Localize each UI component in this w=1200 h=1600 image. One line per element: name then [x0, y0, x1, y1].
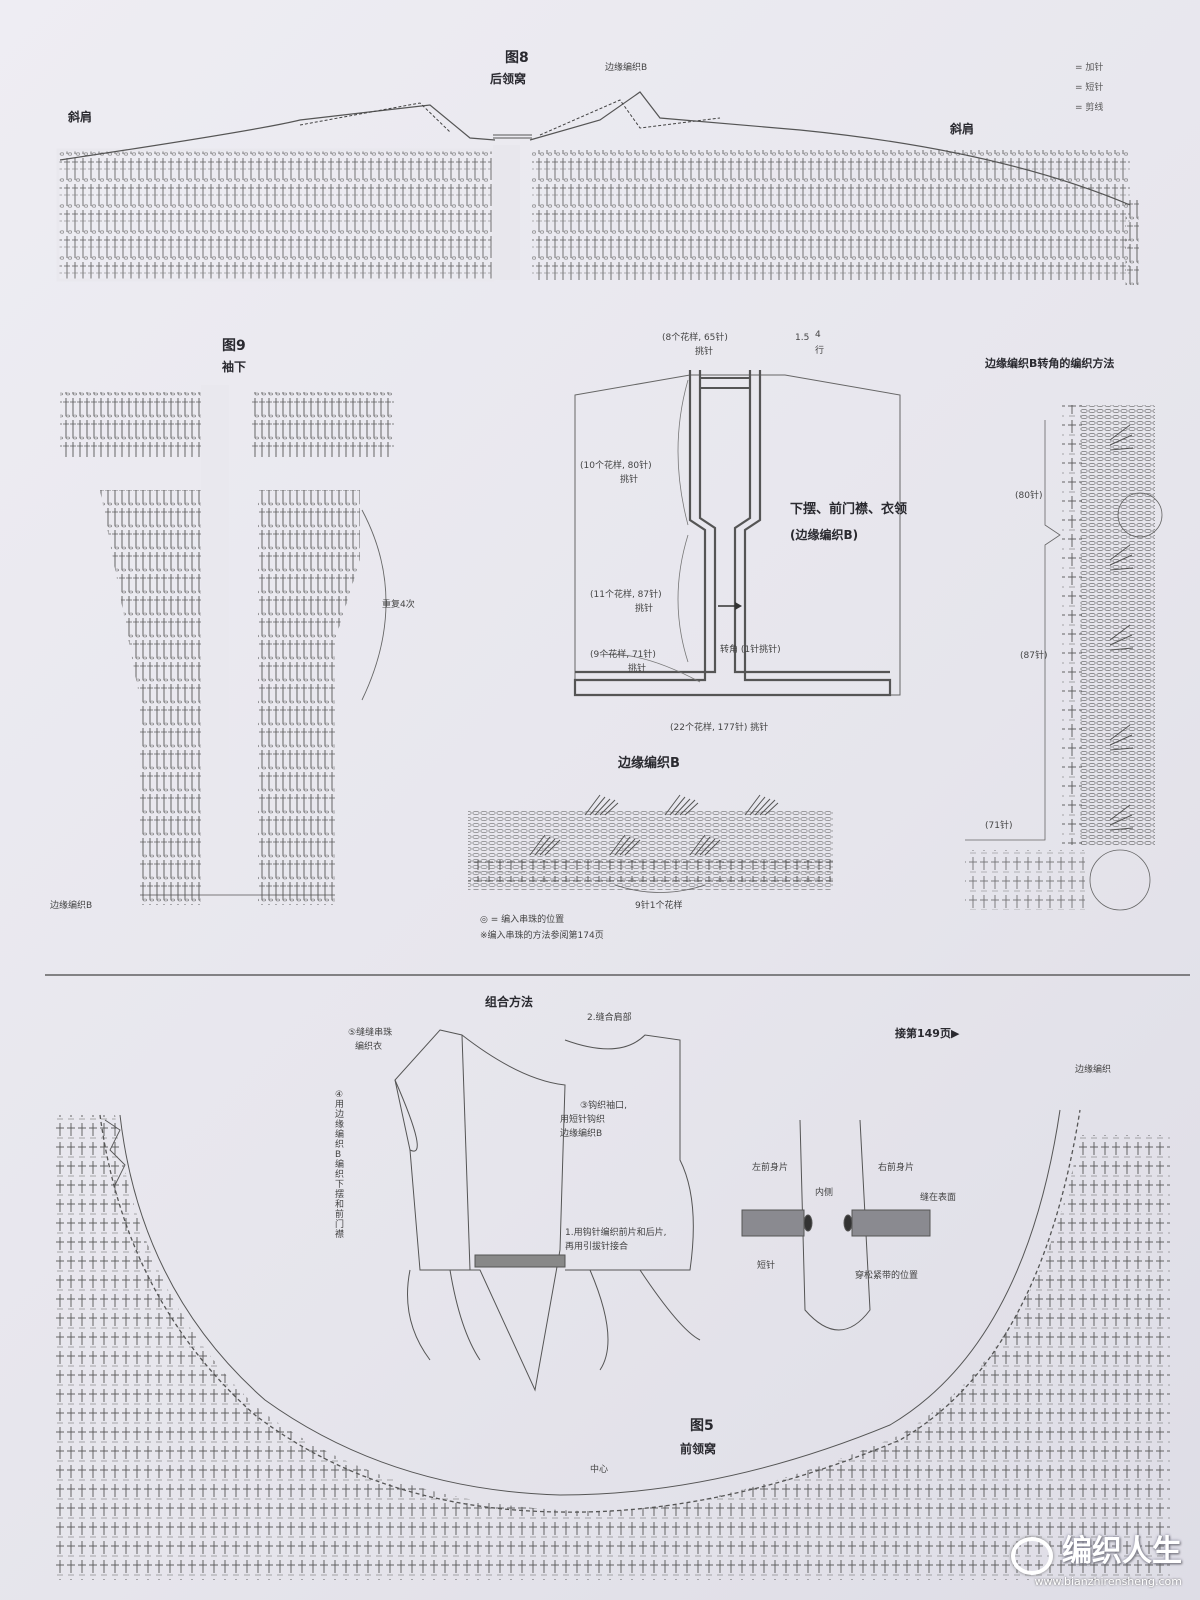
edgeB-title: 边缘编织B [618, 756, 680, 771]
fig8-slope-right: 斜肩 [950, 122, 975, 136]
watermark: 编织人生 www.bianzhirensheng.com [1010, 1526, 1182, 1588]
assembly-step3c: 边缘编织B [560, 1129, 603, 1139]
fig8-title: 图8 [505, 50, 529, 66]
fig8-subtitle: 后领窝 [490, 72, 527, 86]
corner-71: (71针) [985, 821, 1013, 831]
assembly-drawing [394, 1029, 931, 1392]
fig8-edge-label: 边缘编织B [605, 63, 648, 73]
overview-corner: 转角 (1针挑针) [720, 645, 781, 655]
fig9-repeat: 重复4次 [382, 600, 415, 610]
overview-title-sub: (边缘编织B) [790, 528, 859, 542]
assembly-right-front: 右前身片 [878, 1163, 915, 1173]
assembly-step1a: 1.用钩针编织前片和后片, [565, 1228, 667, 1238]
fig5-subtitle: 前领窝 [680, 1442, 717, 1456]
assembly-step2: 2.缝合肩部 [587, 1013, 632, 1023]
overview-low-count: (9个花样, 71针) [590, 650, 656, 660]
corner-87: (87针) [1020, 651, 1048, 661]
fig5-diagram [55, 1109, 1170, 1580]
assembly-title: 组合方法 [485, 995, 534, 1009]
watermark-url: www.bianzhirensheng.com [1034, 1575, 1182, 1588]
assembly-overlap: 缝在表面 [920, 1193, 957, 1203]
legend-item-1: = 加针 [1075, 63, 1104, 73]
legend-item-3: = 剪线 [1075, 103, 1104, 113]
assembly-step5a: ⑤缝缝串珠 [348, 1028, 393, 1038]
overview-top-count: (8个花样, 65针) [662, 333, 728, 343]
assembly-lace: 穿松紧带的位置 [855, 1271, 919, 1281]
fig8-diagram [56, 91, 1139, 285]
assembly-left-front: 左前身片 [752, 1163, 789, 1173]
assembly-step3b: 用短针钩织 [560, 1115, 606, 1125]
overview-upper-count: (10个花样, 80针) [580, 461, 652, 471]
assembly-step3a: ③钩织袖口, [580, 1101, 627, 1111]
fig5-center: 中心 [590, 1465, 609, 1475]
fig9-subtitle: 袖下 [222, 360, 247, 374]
overview-top-num3: 行 [815, 346, 825, 356]
swirl-logo-icon [1010, 1537, 1053, 1575]
corner-diagram [965, 405, 1163, 911]
edgeB-note2: ※编入串珠的方法参阅第174页 [480, 931, 604, 941]
edgeB-repeat: 9针1个花样 [635, 901, 683, 911]
fig9-edge-label: 边缘编织B [50, 901, 93, 911]
edgeB-note1: ◎ = 编入串珠的位置 [480, 915, 565, 925]
overview-top-stitch: 挑针 [695, 347, 714, 357]
fig8-slope-left: 斜肩 [68, 110, 93, 124]
overview-bottom-count: (22个花样, 177针) 挑针 [670, 723, 769, 733]
assembly-step1b: 再用引拔针接合 [565, 1242, 629, 1252]
legend-item-2: = 短针 [1075, 83, 1104, 93]
overview-diagram [573, 370, 901, 697]
overview-mid-count: (11个花样, 87针) [590, 590, 662, 600]
assembly-inner: 内侧 [815, 1188, 834, 1198]
assembly-step5b: 编织衣 [355, 1042, 383, 1052]
overview-mid-stitch: 挑针 [635, 604, 654, 614]
corner-80: (80针) [1015, 491, 1043, 501]
fig5-edge-label: 边缘编织 [1075, 1065, 1112, 1075]
overview-title-main: 下摆、前门襟、衣领 [790, 502, 908, 517]
watermark-brand: 编织人生 [1062, 1533, 1182, 1569]
fig5-title: 图5 [690, 1418, 714, 1434]
assembly-short: 短针 [757, 1261, 776, 1271]
overview-top-num: 1.5 [795, 333, 810, 343]
corner-title: 边缘编织B转角的编织方法 [985, 357, 1115, 370]
overview-upper-stitch: 挑针 [620, 475, 639, 485]
overview-low-stitch: 挑针 [628, 664, 647, 674]
fig9-diagram [60, 385, 394, 905]
edgeB-diagram [468, 794, 833, 893]
overview-top-num2: 4 [815, 330, 821, 340]
fig9-title: 图9 [222, 338, 246, 354]
next-page-link[interactable]: 接第149页▶ [895, 1027, 960, 1040]
assembly-step4: ④用边缘编织B编织下摆和前门襟 [335, 1090, 345, 1240]
